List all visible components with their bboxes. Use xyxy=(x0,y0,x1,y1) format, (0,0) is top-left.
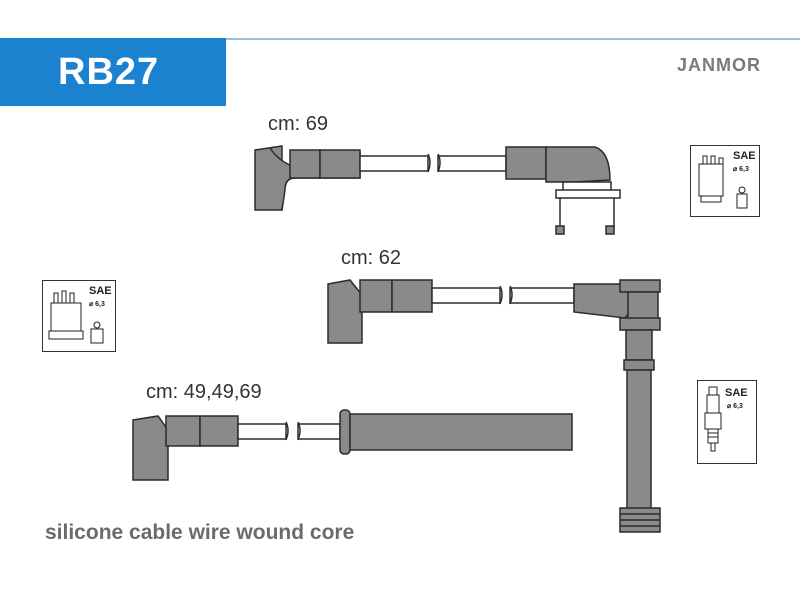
header-rule xyxy=(0,38,800,40)
cable-3-left-boot xyxy=(132,415,169,481)
sae-size-1: ⌀ 6,3 xyxy=(733,166,749,173)
cable-length-label-1: cm: 69 xyxy=(268,113,329,135)
cable-1-break-mark xyxy=(427,153,441,173)
cable-1-wire-b xyxy=(437,155,507,172)
cable-3-wire-b xyxy=(297,423,341,440)
cable-1-right-connector xyxy=(505,146,547,180)
sae-label-1: SAE xyxy=(733,150,756,162)
cable-2-break-mark xyxy=(499,285,513,305)
cable-1 xyxy=(254,145,621,235)
cable-2-wire-b xyxy=(509,287,575,304)
sae-label-2: SAE xyxy=(89,285,112,297)
cable-length-label-2: cm: 62 xyxy=(341,247,402,269)
cable-3-wire-a xyxy=(237,423,287,440)
product-description: silicone cable wire wound core xyxy=(45,521,355,544)
distributor-cap-icon xyxy=(48,290,104,344)
cable-2-left-connector xyxy=(359,279,393,313)
sae-label-3: SAE xyxy=(725,387,748,399)
brand-name: JANMOR xyxy=(677,55,762,75)
cable-3-right-tube xyxy=(349,413,573,451)
cable-2-plug-tube xyxy=(626,369,652,511)
cable-1-wire-a xyxy=(359,155,429,172)
cable-2-wire-a xyxy=(431,287,501,304)
distributor-cap-icon xyxy=(698,155,748,209)
cable-2 xyxy=(327,279,661,533)
sae-terminal-box-2: SAE ⌀ 6,3 xyxy=(42,280,116,352)
cable-1-right-boot xyxy=(545,146,611,183)
cable-3-break-mark xyxy=(285,421,301,441)
sae-size-3: ⌀ 6,3 xyxy=(727,403,743,410)
sae-size-2: ⌀ 6,3 xyxy=(89,301,105,308)
product-code-badge: RB27 xyxy=(0,38,226,106)
cable-2-left-boot xyxy=(327,279,363,344)
cable-3-left-connector xyxy=(165,415,201,447)
cable-1-left-connector xyxy=(289,149,321,179)
cable-length-label-3: cm: 49,49,69 xyxy=(146,381,262,403)
spark-plug-icon xyxy=(704,386,722,452)
cable-3 xyxy=(132,409,573,481)
sae-terminal-box-1: SAE ⌀ 6,3 xyxy=(690,145,760,217)
sae-terminal-box-3: SAE ⌀ 6,3 xyxy=(697,380,757,464)
